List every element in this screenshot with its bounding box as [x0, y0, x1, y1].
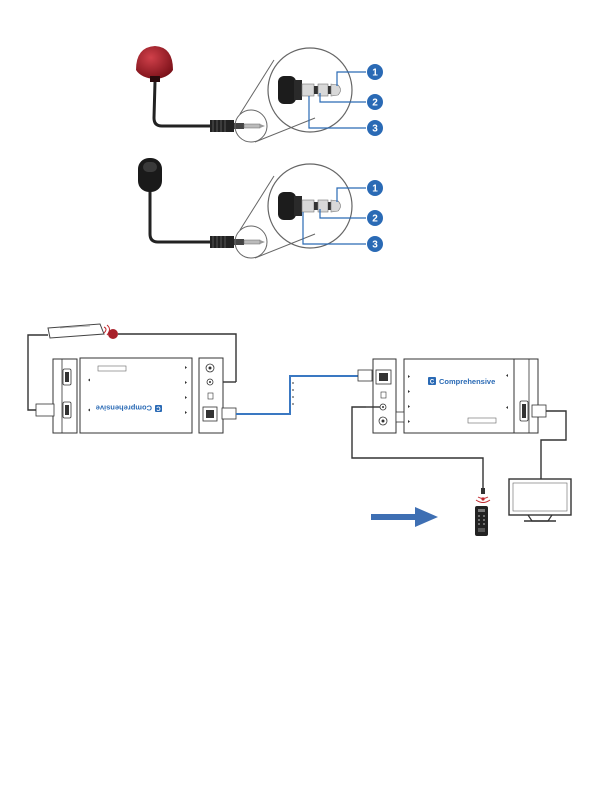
- hdmi-port-icon: [63, 369, 71, 385]
- callout-1-label: 1: [372, 184, 378, 195]
- hdmi-port-icon: [520, 401, 528, 421]
- receiver-brand-logo: C: [430, 380, 435, 386]
- ir-receiver-red-section: 1 2 3: [136, 46, 383, 142]
- callout-3: 3: [367, 236, 383, 252]
- power-port-icon: [379, 417, 387, 425]
- transmitter-brand-name: Comprehensive: [96, 404, 152, 413]
- audio-jack-zoom: [278, 192, 341, 220]
- receiver-unit: C Comprehensive: [396, 359, 514, 433]
- transmitter-side-panel: [199, 358, 236, 433]
- ir-signal-icon: [476, 497, 490, 503]
- audio-jack-icon: [207, 379, 213, 385]
- remote-control-icon: [475, 506, 488, 536]
- callout-2: 2: [367, 210, 383, 226]
- callout-3-label: 3: [372, 240, 378, 251]
- audio-jack-icon: [210, 236, 265, 248]
- receiver-side-panel: [373, 359, 396, 433]
- transmitter-brand-logo: C: [156, 405, 161, 411]
- hdmi-port-icon: [63, 402, 71, 418]
- audio-jack-icon: [380, 404, 386, 410]
- callout-1: 1: [367, 180, 383, 196]
- callout-2-label: 2: [372, 214, 378, 225]
- hdmi-cable-display: [541, 411, 566, 479]
- callout-2: 2: [367, 94, 383, 110]
- callout-3: 3: [367, 120, 383, 136]
- callout-1: 1: [367, 64, 383, 80]
- hdmi-cable-source: [28, 335, 54, 416]
- callout-1-label: 1: [372, 68, 378, 79]
- callout-2-label: 2: [372, 98, 378, 109]
- power-port-icon: [206, 364, 214, 372]
- arrow-right-icon: [371, 507, 438, 527]
- source-device: [53, 359, 77, 433]
- network-cable: [222, 370, 372, 419]
- tv-icon: [509, 479, 571, 521]
- ir-receiver-icon: [136, 46, 173, 82]
- display-device: [514, 359, 546, 433]
- ir-blaster-icon: [138, 158, 162, 192]
- callout-3-label: 3: [372, 124, 378, 135]
- rj45-port-icon: [376, 370, 391, 384]
- audio-jack-icon: [210, 120, 265, 132]
- rj45-port-icon: [203, 407, 217, 421]
- ir-blaster-black-section: 1 2 3: [138, 158, 383, 258]
- transmitter-unit: C Comprehensive: [80, 358, 192, 433]
- receiver-brand-name: Comprehensive: [439, 377, 495, 386]
